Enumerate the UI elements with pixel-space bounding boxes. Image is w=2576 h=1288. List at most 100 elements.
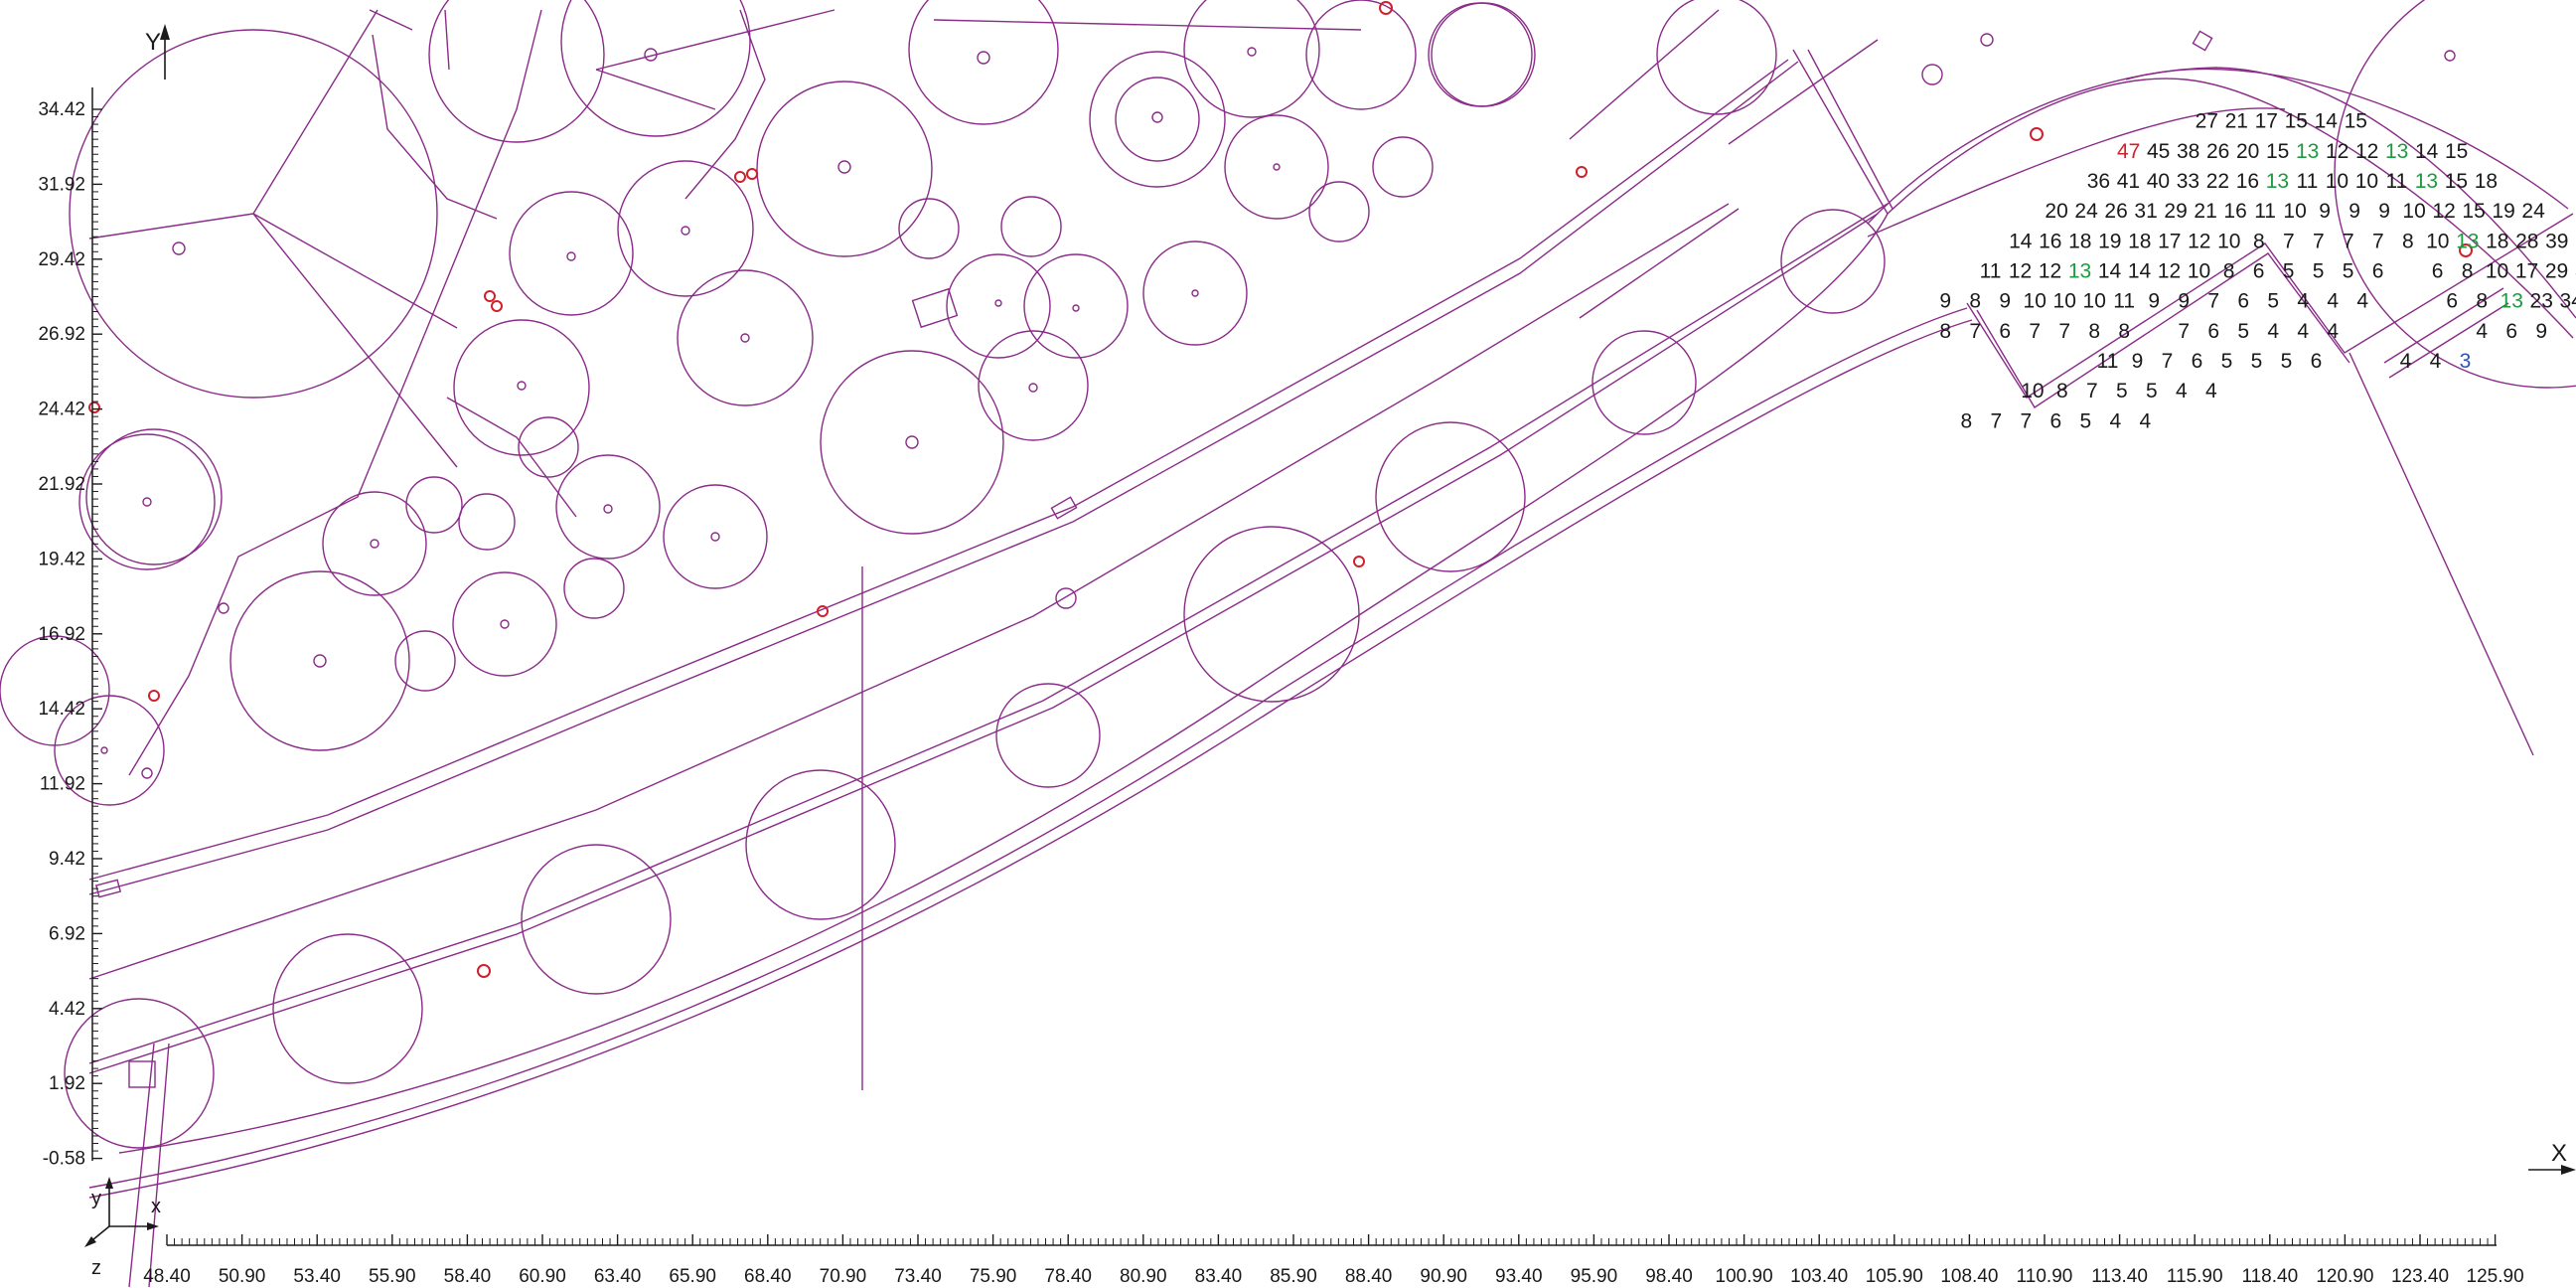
grid-value: 21 xyxy=(2194,200,2216,223)
ucs-y-arrow-icon xyxy=(105,1177,113,1189)
grid-value: 12 xyxy=(2355,140,2378,163)
grid-value: 10 xyxy=(2326,170,2349,193)
grid-value: 10 xyxy=(2024,290,2046,313)
grid-value: 29 xyxy=(2545,259,2568,282)
grid-value: 41 xyxy=(2117,170,2140,193)
grid-value: 5 xyxy=(2116,380,2128,402)
tree-center xyxy=(1028,383,1038,393)
tree-center xyxy=(100,746,108,754)
marker-icon xyxy=(1576,166,1588,178)
tree-canopy xyxy=(1089,51,1226,188)
grid-value: 18 xyxy=(2068,230,2091,252)
tree-canopy xyxy=(560,0,751,137)
grid-value: 10 xyxy=(2217,230,2240,252)
grid-value: 11 xyxy=(2254,200,2276,223)
marker-icon xyxy=(491,300,503,312)
edge-line xyxy=(2349,352,2534,756)
tree-center xyxy=(905,435,919,449)
x-direction-indicator: X xyxy=(2528,1140,2576,1175)
tree-canopy xyxy=(0,635,110,746)
path-edge xyxy=(118,213,1889,1154)
grid-value: 7 xyxy=(1991,409,2003,432)
tree-canopy xyxy=(272,933,423,1084)
grid-value: 4 xyxy=(2110,409,2122,432)
x-tick-label: 70.90 xyxy=(820,1266,867,1287)
grid-value: 12 xyxy=(2039,259,2061,282)
tree-canopy xyxy=(453,319,590,456)
survey-point xyxy=(141,767,153,779)
grid-value: 15 xyxy=(2462,200,2485,223)
grid-value: 5 xyxy=(2237,320,2249,343)
grid-value: 20 xyxy=(2236,140,2259,163)
tree-canopy xyxy=(1372,136,1434,198)
grid-value: 31 xyxy=(2134,200,2157,223)
tree-canopy xyxy=(1428,2,1533,107)
grid-value: 7 xyxy=(2029,320,2041,343)
survey-point xyxy=(1980,33,1994,47)
tree-center xyxy=(977,51,990,65)
survey-point xyxy=(172,242,186,255)
path-edge xyxy=(88,319,1973,1199)
grid-value: 4 xyxy=(2476,320,2488,343)
grid-value: 14 xyxy=(2415,140,2439,163)
grid-value: 13 xyxy=(2500,290,2523,313)
grid-value: 12 xyxy=(2326,140,2349,163)
grid-value: 4 xyxy=(2356,290,2368,313)
x-tick-label: 125.90 xyxy=(2467,1266,2524,1287)
tree-center xyxy=(370,539,379,549)
grid-value: 11 xyxy=(2297,170,2319,193)
grid-value: 20 xyxy=(2045,200,2067,223)
tree-canopy xyxy=(64,998,215,1149)
grid-value: 6 xyxy=(2372,259,2384,282)
grid-value: 11 xyxy=(1980,259,2002,282)
edge-line xyxy=(1807,49,1894,210)
tree-canopy xyxy=(322,491,427,596)
grid-value: 10 xyxy=(2426,230,2449,252)
tree-canopy xyxy=(452,571,557,677)
grid-value: 26 xyxy=(2104,200,2127,223)
grid-value: 15 xyxy=(2285,110,2308,133)
vertical-line xyxy=(128,1043,155,1288)
tree-canopy xyxy=(978,330,1089,441)
curved-edge xyxy=(1887,78,2574,339)
tree-canopy xyxy=(1431,2,1536,107)
x-tick-label: 75.90 xyxy=(970,1266,1017,1287)
x-tick-label: 68.40 xyxy=(744,1266,792,1287)
grid-value: 29 xyxy=(2164,200,2187,223)
boundary-line xyxy=(252,9,379,215)
y-tick-label: 24.42 xyxy=(38,400,85,420)
boundary-line xyxy=(933,19,1362,31)
curved-edge xyxy=(1867,107,2286,238)
step-edge xyxy=(1966,213,2574,399)
x-tick-label: 85.90 xyxy=(1270,1266,1317,1287)
tree-canopy xyxy=(1591,330,1697,435)
x-tick-label: 50.90 xyxy=(219,1266,266,1287)
grid-value: 19 xyxy=(2098,230,2121,252)
grid-value: 13 xyxy=(2385,140,2408,163)
site-feature xyxy=(1050,496,1078,520)
y-tick-label: 6.92 xyxy=(49,923,85,944)
grid-value: 34 xyxy=(2560,290,2576,313)
grid-value: 14 xyxy=(2128,259,2152,282)
tree-canopy xyxy=(509,191,634,316)
tree-center xyxy=(740,333,750,343)
boundary-line xyxy=(372,34,498,220)
marker-icon xyxy=(1353,556,1365,567)
boundary-line xyxy=(369,9,413,31)
boundary-line xyxy=(595,69,716,110)
step-edge xyxy=(1976,252,2350,408)
grid-value: 7 xyxy=(2372,230,2384,252)
tree-canopy xyxy=(1780,209,1886,314)
road-edge xyxy=(88,61,1799,895)
boundary-line xyxy=(444,9,450,71)
grid-value: 13 xyxy=(2068,259,2091,282)
x-tick-label: 103.40 xyxy=(1790,1266,1848,1287)
y-direction-indicator: Y xyxy=(145,24,170,80)
x-tick-label: 118.40 xyxy=(2241,1266,2298,1287)
tree-canopy xyxy=(394,630,456,692)
grid-value: 38 xyxy=(2177,140,2199,163)
tree-center xyxy=(710,532,720,542)
y-tick-label: 1.92 xyxy=(49,1073,85,1094)
